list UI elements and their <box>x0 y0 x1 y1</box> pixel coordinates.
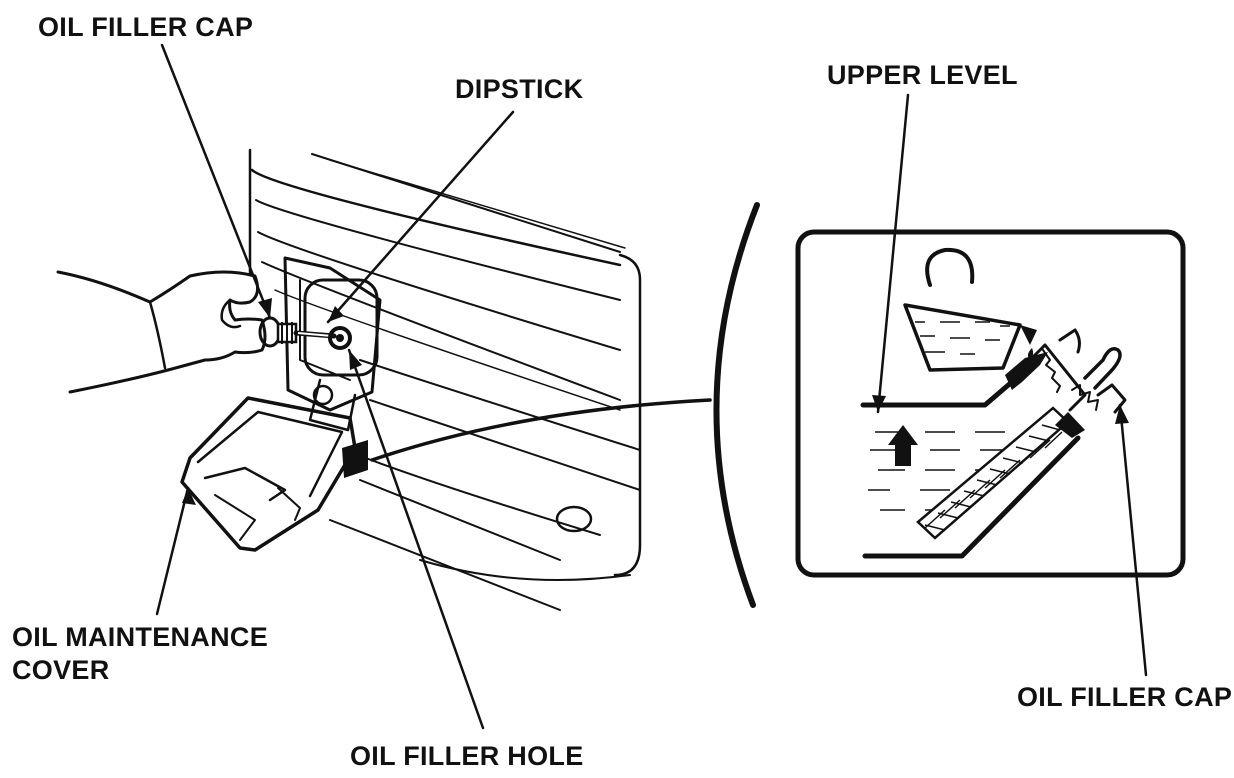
leader-upper-level <box>876 93 910 414</box>
leader-lines <box>155 43 1148 730</box>
leader-oil-filler-cap-right <box>1118 403 1148 677</box>
leader-dipstick <box>326 110 515 324</box>
label-oil-filler-cap-top: OIL FILLER CAP <box>38 12 253 42</box>
label-oil-maintenance-cover-line2: COVER <box>12 655 110 685</box>
arrowhead-dipstick <box>328 306 344 322</box>
oil-jug-icon <box>903 247 1037 372</box>
arrowheads <box>182 298 1129 505</box>
leader-oil-filler-hole <box>347 348 485 730</box>
generator-body <box>248 148 642 611</box>
maintenance-recess <box>283 256 382 432</box>
leader-oil-filler-cap-top <box>160 43 272 320</box>
arrowhead-oil-filler-cap-right <box>1115 405 1129 424</box>
hand-holding-dipstick <box>56 270 352 394</box>
filler-neck-with-cap <box>1005 328 1127 438</box>
label-upper-level: UPPER LEVEL <box>827 60 1018 90</box>
leader-oil-maintenance-cover <box>155 486 190 616</box>
label-oil-maintenance-cover-line1: OIL MAINTENANCE <box>12 622 268 652</box>
arrowhead-oil-filler-hole <box>349 350 362 370</box>
dipstick-blade <box>916 406 1070 540</box>
arrowhead-oil-maintenance-cover <box>182 488 196 505</box>
arrowhead-upper-level <box>872 395 886 412</box>
inset-bracket-arc <box>713 202 760 608</box>
arrowhead-oil-filler-cap-top <box>258 298 272 318</box>
label-oil-filler-hole: OIL FILLER HOLE <box>350 741 584 771</box>
label-oil-filler-cap-right: OIL FILLER CAP <box>1017 682 1232 712</box>
label-dipstick: DIPSTICK <box>455 74 584 104</box>
filling-detail-inset <box>795 229 1186 578</box>
oil-maintenance-cover <box>180 396 368 552</box>
inset-connector-line <box>370 398 712 462</box>
